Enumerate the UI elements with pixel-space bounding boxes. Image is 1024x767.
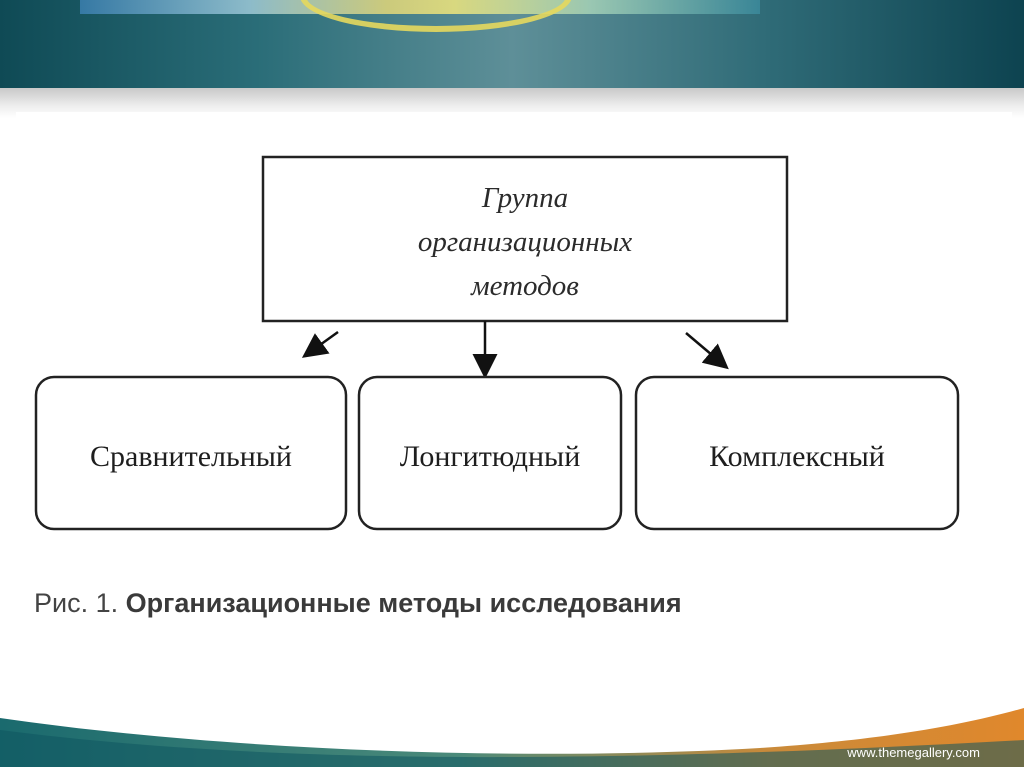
child-node-box: [357, 375, 623, 531]
footer-url[interactable]: www.themegallery.com: [847, 745, 980, 760]
caption-title: Организационные методы исследования: [125, 588, 682, 618]
child-node-box: [34, 375, 348, 531]
top-node-line-3: методов: [470, 270, 579, 302]
top-node-line-2: организационных: [418, 226, 632, 258]
top-node-line-1: Группа: [481, 182, 568, 214]
top-node: Группа организационных методов: [261, 155, 789, 323]
header-bar: [0, 0, 1024, 92]
child-node-longitudinal: Лонгитюдный: [357, 375, 623, 531]
child-node-label: Сравнительный: [90, 440, 292, 473]
caption-prefix: Рис. 1.: [34, 588, 126, 618]
child-node-comparative: Сравнительный: [34, 375, 348, 531]
arrow-to-complex: [685, 332, 729, 370]
footer-wave: [0, 700, 1024, 767]
child-node-label: Лонгитюдный: [400, 440, 581, 473]
top-node-box: [261, 155, 789, 323]
child-node-box: [634, 375, 960, 531]
child-node-label: Комплексный: [709, 440, 885, 473]
arrow-to-comparative: [301, 330, 339, 358]
figure-caption: Рис. 1. Организационные методы исследова…: [34, 588, 682, 619]
child-node-complex: Комплексный: [634, 375, 960, 531]
